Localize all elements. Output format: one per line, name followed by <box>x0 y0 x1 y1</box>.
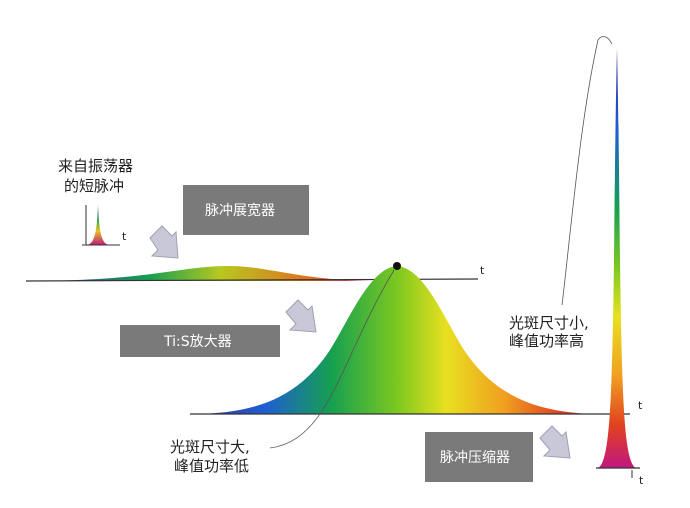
axis-t-label-small: t <box>122 230 127 243</box>
compressed-pulse <box>596 48 640 478</box>
axis-t-label-compressed: t <box>639 474 644 487</box>
amplified-note-pointer <box>269 269 395 449</box>
oscillator-label-line1: 来自振荡器 <box>58 157 133 175</box>
oscillator-label-line2: 的短脉冲 <box>64 177 124 195</box>
amplified-note-line1: 光斑尺寸大, <box>170 438 250 456</box>
arrow-to-compressor <box>539 425 571 459</box>
amplified-note-line2: 峰值功率低 <box>174 457 249 475</box>
axis-t-label-stretched: t <box>480 264 485 277</box>
axis-t-label-amplified: t <box>638 399 643 412</box>
arrow-to-stretcher <box>149 225 179 259</box>
compressed-note-pointer <box>561 36 613 306</box>
amplifier-label: Ti:S放大器 <box>163 334 232 350</box>
compressed-note-line1: 光斑尺寸小, <box>509 314 589 332</box>
amplified-pulse <box>190 262 630 415</box>
compressor-box: 脉冲压缩器 <box>425 432 533 482</box>
oscillator-pulse <box>82 205 120 246</box>
compressed-note-line2: 峰值功率高 <box>509 332 584 350</box>
stretcher-label: 脉冲展宽器 <box>205 202 275 219</box>
compressor-label: 脉冲压缩器 <box>440 450 510 466</box>
amplifier-box: Ti:S放大器 <box>120 325 280 357</box>
arrow-to-amplifier <box>285 299 317 333</box>
stretcher-box: 脉冲展宽器 <box>183 185 309 235</box>
